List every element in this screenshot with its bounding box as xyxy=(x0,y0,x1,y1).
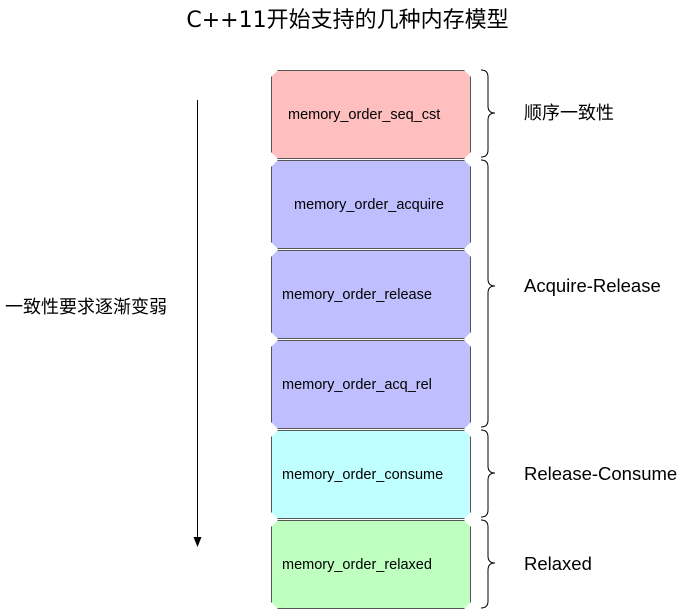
box-label-relaxed: memory_order_relaxed xyxy=(282,556,432,573)
box-memory-order-relaxed: memory_order_relaxed xyxy=(271,520,471,609)
diagram-title: C++11开始支持的几种内存模型 xyxy=(186,8,509,33)
box-memory-order-release: memory_order_release xyxy=(271,250,471,339)
group-label-acquire-release: Acquire-Release xyxy=(524,275,661,296)
box-memory-order-acq-rel: memory_order_acq_rel xyxy=(271,340,471,429)
box-label-release: memory_order_release xyxy=(282,286,432,303)
side-label-weakening-consistency: 一致性要求逐渐变弱 xyxy=(5,297,167,318)
brace-relaxed xyxy=(480,519,496,609)
group-label-sequential-consistency: 顺序一致性 xyxy=(524,103,614,124)
group-label-release-consume: Release-Consume xyxy=(524,463,678,484)
box-label-acquire: memory_order_acquire xyxy=(294,196,444,213)
brace-acquire-release xyxy=(480,159,496,428)
box-memory-order-acquire: memory_order_acquire xyxy=(271,160,471,249)
box-memory-order-consume: memory_order_consume xyxy=(271,430,471,519)
weakening-arrow-head xyxy=(193,537,202,547)
brace-release-consume xyxy=(480,429,496,518)
brace-sequential-consistency xyxy=(480,69,496,158)
box-label-consume: memory_order_consume xyxy=(282,466,444,483)
box-label-seq-cst: memory_order_seq_cst xyxy=(288,106,441,123)
box-label-acq-rel: memory_order_acq_rel xyxy=(282,376,432,393)
box-memory-order-seq-cst: memory_order_seq_cst xyxy=(271,70,471,159)
group-label-relaxed: Relaxed xyxy=(524,553,592,574)
